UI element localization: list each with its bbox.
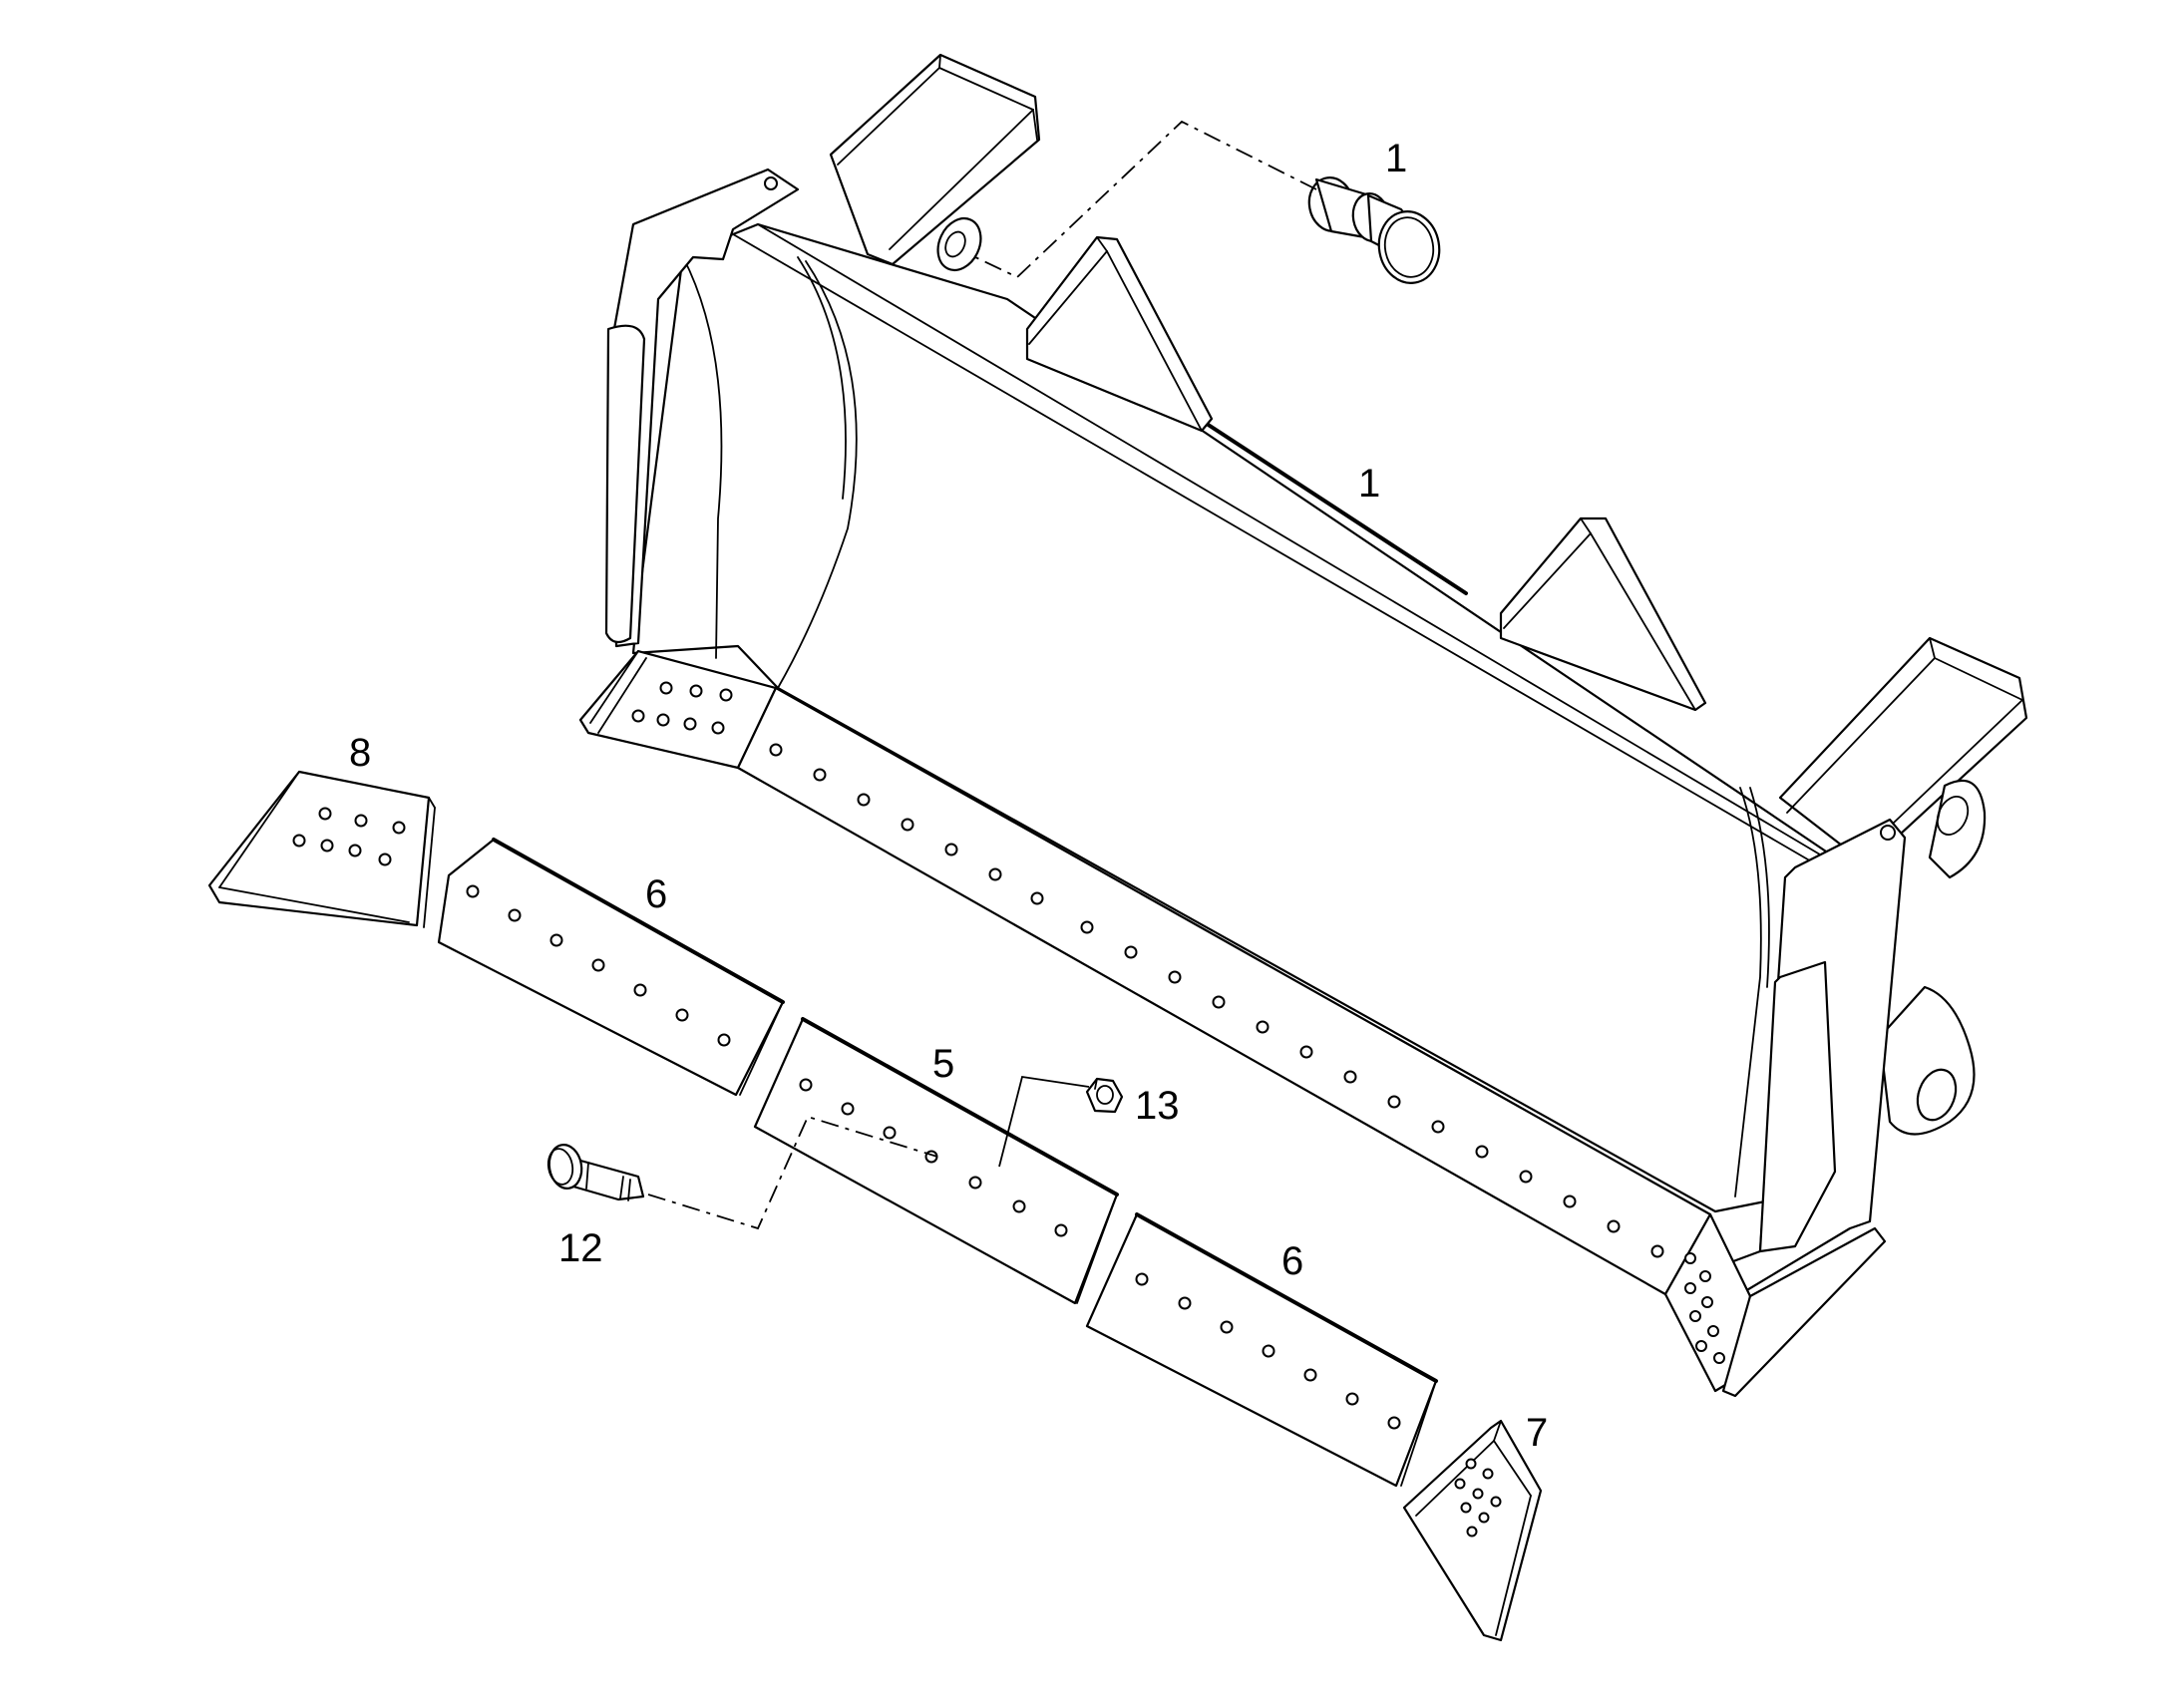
nut (1085, 1077, 1124, 1114)
callout-cutting-edge-right: 6 (1281, 1239, 1303, 1283)
left-end-plate (604, 168, 800, 648)
nut-leader (998, 1075, 1090, 1168)
callout-end-bit-left: 8 (349, 731, 371, 775)
rib-right (1499, 516, 1707, 712)
cutting-edge-center (753, 1017, 1119, 1305)
end-bit-right (1402, 1419, 1543, 1642)
cutting-edge-left (437, 838, 785, 1097)
right-end-plate (1723, 818, 1907, 1296)
pin-leader (974, 120, 1317, 279)
callout-nut: 13 (1135, 1084, 1180, 1128)
callout-pin: 1 (1385, 137, 1407, 180)
left-corner-mount (578, 649, 778, 770)
right-corner-mount (1663, 1212, 1887, 1398)
right-brace (1878, 985, 1976, 1136)
callout-bolt: 12 (558, 1226, 603, 1270)
callout-cutting-edge-center: 5 (932, 1042, 954, 1086)
cutting-edge-right (1085, 1212, 1438, 1488)
bolt (546, 1144, 645, 1201)
left-arm (829, 53, 1041, 271)
end-bit-left (207, 770, 436, 928)
callout-blade: 1 (1358, 462, 1380, 506)
bolt-leader (647, 1115, 938, 1230)
pin (1307, 176, 1441, 284)
rib-left (1025, 235, 1214, 433)
blade (578, 53, 2028, 1398)
callout-cutting-edge-left: 6 (645, 872, 667, 916)
callout-end-bit-right: 7 (1526, 1411, 1548, 1455)
